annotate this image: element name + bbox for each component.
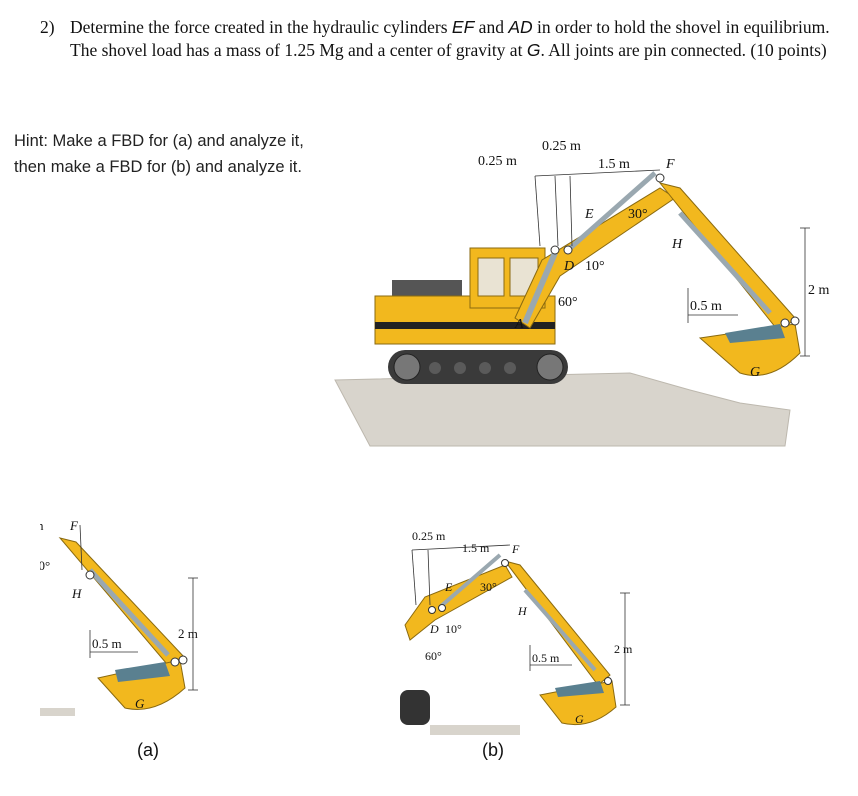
track xyxy=(388,350,568,384)
label-h-a: H xyxy=(71,586,82,601)
dim-15: 1.5 m xyxy=(598,157,630,172)
label-a: A xyxy=(514,317,524,332)
dim-2: 2 m xyxy=(808,283,830,298)
dim-025-left: 0.25 m xyxy=(478,154,517,169)
label-h-b: H xyxy=(517,604,528,618)
label-h: H xyxy=(671,237,683,252)
excavator-figure-a: 2 m 0.5 m 30° F H G n xyxy=(40,518,198,716)
cut-m-a: n xyxy=(40,518,44,533)
dim-025-top: 0.25 m xyxy=(542,139,581,154)
excavator-figure-main: 0.25 m 0.25 m 1.5 m 0.5 m 2 m 30° 10° 60… xyxy=(334,139,830,447)
angle-30-b: 30° xyxy=(480,580,497,594)
angle-10: 10° xyxy=(585,259,605,274)
angle-60: 60° xyxy=(558,295,578,310)
excavator-figure-b: 0.25 m 1.5 m 0.5 m 2 m 30° 10° 60° E F D… xyxy=(400,529,633,735)
dim-025-b: 0.25 m xyxy=(412,529,446,543)
angle-60-b: 60° xyxy=(425,649,442,663)
dim-05-b: 0.5 m xyxy=(532,651,560,665)
dim-15-b: 1.5 m xyxy=(462,541,490,555)
problem-number: 2) xyxy=(40,17,55,37)
label-d-b: D xyxy=(429,622,439,636)
label-f-a: F xyxy=(69,518,79,533)
cylinder-h xyxy=(678,211,772,315)
problem-text: Determine the force created in the hydra… xyxy=(70,17,830,60)
hint-text: Hint: Make a FBD for (a) and analyze it,… xyxy=(14,132,304,176)
problem-statement: 2) Determine the force created in the hy… xyxy=(40,16,840,62)
dim-05-a: 0.5 m xyxy=(92,636,122,651)
dim-05: 0.5 m xyxy=(690,299,722,314)
caption-b: (b) xyxy=(482,740,504,760)
angle-30: 30° xyxy=(628,207,648,222)
label-d: D xyxy=(563,259,574,274)
angle-30-a: 30° xyxy=(40,558,50,573)
dim-2-b: 2 m xyxy=(614,642,633,656)
stick-b xyxy=(503,560,611,686)
label-f-b: F xyxy=(511,542,520,556)
stick xyxy=(658,182,796,334)
var-ef: EF xyxy=(451,17,475,37)
cylinder-ef xyxy=(566,171,657,252)
boom-b xyxy=(404,564,513,641)
label-e: E xyxy=(584,207,594,222)
caption-a: (a) xyxy=(137,740,159,760)
dim-2-a: 2 m xyxy=(178,626,198,641)
ground xyxy=(334,372,791,447)
var-ad: AD xyxy=(508,17,533,37)
var-g: G xyxy=(526,40,541,60)
label-f: F xyxy=(665,157,675,172)
label-e-b: E xyxy=(444,580,453,594)
label-g-a: G xyxy=(135,696,145,711)
cylinder-ad xyxy=(522,251,558,325)
angle-10-b: 10° xyxy=(445,622,462,636)
label-g: G xyxy=(750,365,760,380)
label-g-b: G xyxy=(575,712,584,726)
